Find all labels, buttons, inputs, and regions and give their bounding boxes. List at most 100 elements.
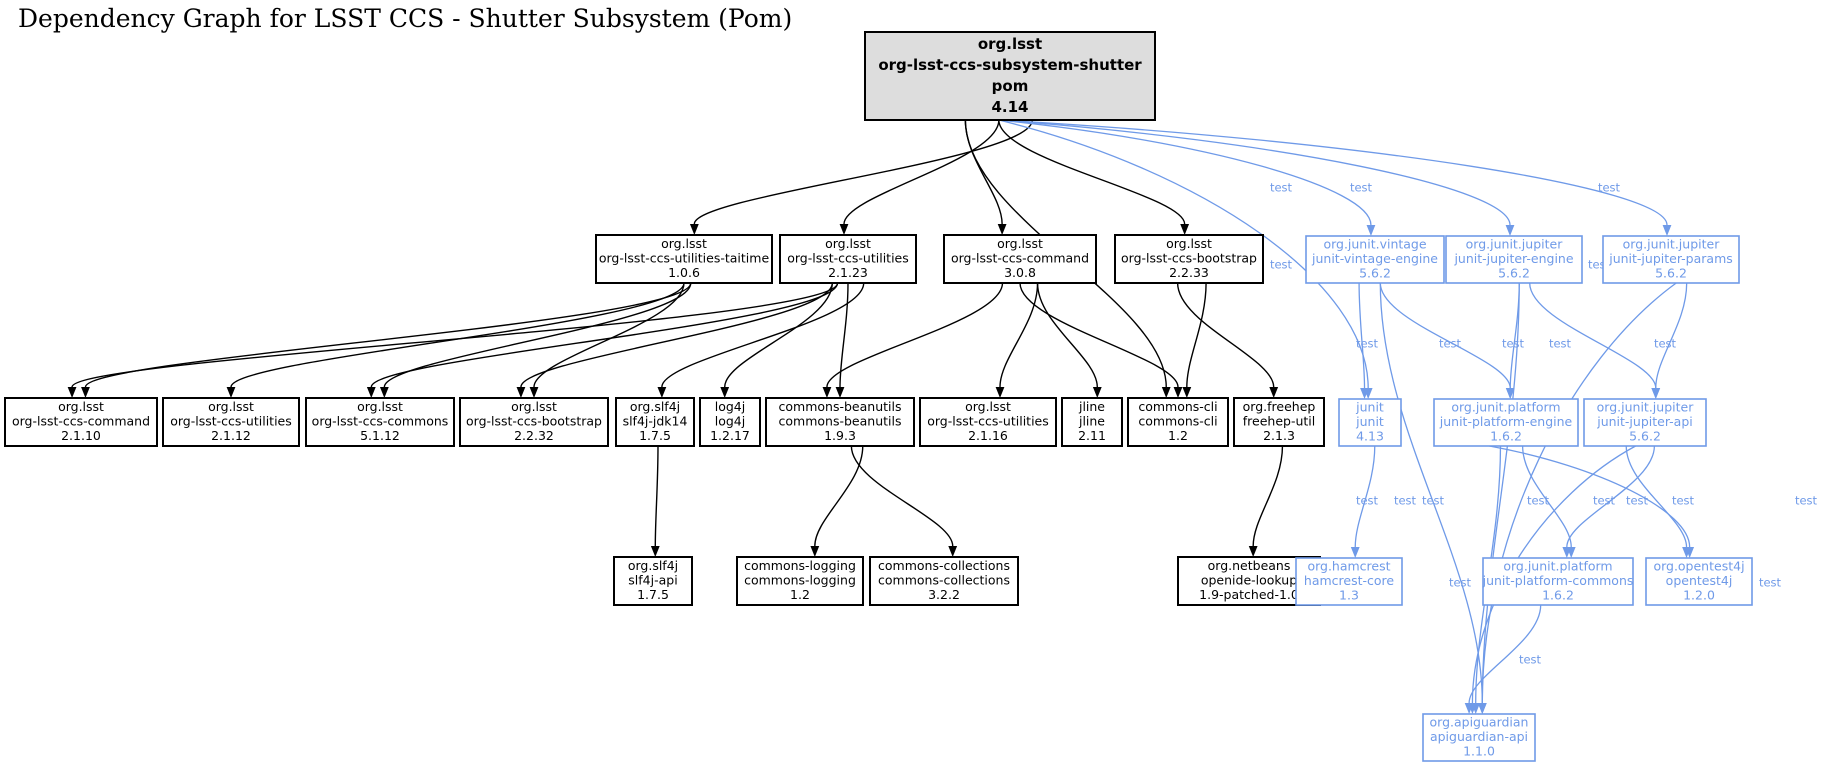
node-line-0: commons-beanutils	[779, 399, 902, 414]
node-line-0: org.lsst	[825, 236, 871, 251]
node-box[interactable]	[1295, 557, 1403, 606]
node-line-2: 1.7.5	[637, 587, 669, 602]
edge-root-to-bootstrap-2233	[998, 119, 1186, 225]
node-box[interactable]	[615, 397, 695, 447]
edge-commons-beanutils-to-commons-collections	[850, 445, 954, 547]
edge-scope-label: test	[1549, 337, 1572, 351]
node-line-1: org-lsst-ccs-bootstrap	[1121, 251, 1257, 266]
graph-node-vintage-engine[interactable]: org.junit.vintagejunit-vintage-engine5.6…	[1305, 235, 1445, 284]
node-line-2: 1.9.3	[824, 428, 856, 443]
graph-node-jupiter-params[interactable]: org.junit.jupiterjunit-jupiter-params5.6…	[1602, 235, 1740, 284]
page-title: Dependency Graph for LSST CCS - Shutter …	[18, 4, 793, 33]
graph-node-utilities-taitime[interactable]: org.lsstorg-lsst-ccs-utilities-taitime1.…	[595, 234, 773, 284]
node-box[interactable]	[613, 556, 693, 606]
node-box[interactable]	[1645, 557, 1753, 606]
edge-root-to-jupiter-engine	[998, 119, 1511, 226]
node-line-1: commons-cli	[1138, 414, 1217, 429]
node-line-1: org-lsst-ccs-command	[951, 251, 1089, 266]
node-box[interactable]	[869, 556, 1019, 606]
node-line-0: org.freehep	[1243, 399, 1316, 414]
node-line-0: org.lsst	[978, 35, 1042, 53]
node-box[interactable]	[765, 397, 915, 447]
node-box[interactable]	[1305, 235, 1445, 284]
graph-node-jupiter-engine[interactable]: org.junit.jupiterjunit-jupiter-engine5.6…	[1445, 235, 1583, 284]
graph-node-platform-engine[interactable]: org.junit.platformjunit-platform-engine1…	[1433, 398, 1579, 447]
node-line-0: org.junit.platform	[1503, 559, 1612, 574]
node-box[interactable]	[1233, 397, 1325, 447]
graph-node-platform-commons[interactable]: org.junit.platformjunit-platform-commons…	[1482, 557, 1634, 606]
node-box[interactable]	[459, 397, 609, 447]
node-line-0: org.hamcrest	[1307, 559, 1390, 574]
node-line-0: org.slf4j	[630, 399, 680, 414]
node-box[interactable]	[1482, 557, 1634, 606]
node-line-0: org.junit.vintage	[1323, 237, 1426, 252]
node-line-2: 2.1.16	[968, 428, 1008, 443]
node-box[interactable]	[4, 397, 158, 447]
graph-node-commons-collections[interactable]: commons-collectionscommons-collections3.…	[869, 556, 1019, 606]
node-line-1: freehep-util	[1243, 414, 1315, 429]
node-line-2: 5.1.12	[360, 428, 400, 443]
node-line-1: commons-collections	[878, 573, 1010, 588]
edge-jupiter-engine-to-apiguardian-api	[1481, 282, 1520, 704]
edge-vintage-engine-to-apiguardian-api	[1379, 282, 1483, 704]
node-box[interactable]	[162, 397, 300, 447]
node-box[interactable]	[595, 234, 773, 284]
node-box[interactable]	[736, 556, 864, 606]
edge-vintage-engine-to-platform-engine	[1379, 282, 1511, 389]
node-box[interactable]	[1602, 235, 1740, 284]
node-box[interactable]	[699, 397, 761, 447]
node-box[interactable]	[1127, 397, 1229, 447]
edge-scope-label: test	[1759, 576, 1782, 590]
node-box[interactable]	[864, 31, 1156, 121]
node-line-1: org-lsst-ccs-utilities	[787, 251, 909, 266]
node-box[interactable]	[305, 397, 455, 447]
edge-scope-label: test	[1593, 494, 1616, 508]
node-box[interactable]	[779, 234, 917, 284]
node-line-2: 1.6.2	[1542, 588, 1574, 603]
node-line-0: org.junit.jupiter	[1466, 237, 1564, 252]
node-box[interactable]	[1445, 235, 1583, 284]
node-box[interactable]	[1114, 234, 1264, 284]
edge-utilities-2123-to-commons-beanutils	[839, 282, 849, 388]
edge-scope-label: test	[1795, 494, 1818, 508]
node-box[interactable]	[1433, 398, 1579, 447]
node-box[interactable]	[1338, 398, 1402, 447]
node-box[interactable]	[1061, 397, 1123, 447]
edge-command-308-to-utilities-2116	[999, 282, 1039, 388]
node-line-0: org.opentest4j	[1653, 559, 1744, 574]
node-box[interactable]	[1422, 713, 1536, 762]
node-box[interactable]	[943, 234, 1097, 284]
node-line-1: slf4j-api	[628, 573, 677, 588]
graph-node-root[interactable]: org.lsstorg-lsst-ccs-subsystem-shutterpo…	[864, 31, 1156, 121]
edge-command-308-to-commons-beanutils	[826, 282, 1004, 388]
edge-scope-label: test	[1519, 653, 1542, 667]
edge-root-to-utilities-2123	[843, 119, 1000, 225]
node-line-0: org.apiguardian	[1430, 715, 1529, 730]
edge-scope-label: test	[1672, 494, 1695, 508]
node-box[interactable]	[919, 397, 1057, 447]
node-box[interactable]	[1583, 398, 1707, 447]
edge-scope-label: test	[1439, 337, 1462, 351]
